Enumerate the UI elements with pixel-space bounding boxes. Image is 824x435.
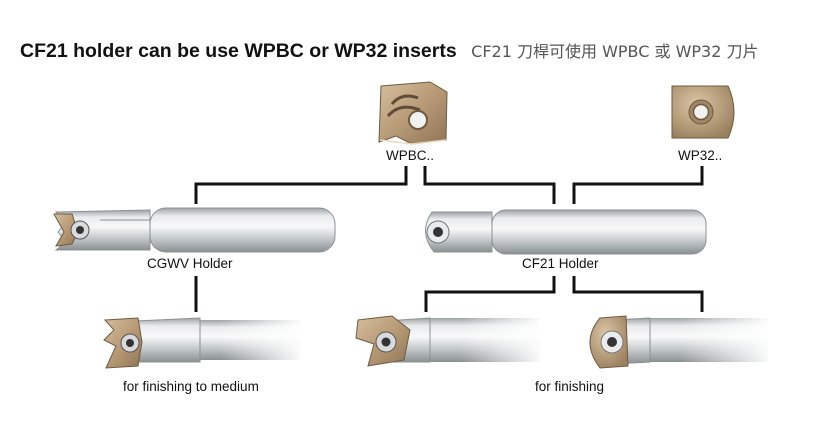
finishing-wp32-tool-image	[589, 315, 768, 369]
wp32-label: WP32..	[678, 148, 723, 163]
connector-wpbc-to-cf21	[423, 166, 556, 204]
wpbc-label: WPBC..	[386, 148, 435, 163]
connector-wpbc-to-cgwv	[194, 166, 408, 204]
wp32-insert-image	[671, 85, 735, 139]
cgwv-holder-image	[53, 207, 336, 253]
connector-cf21-to-finishing-left	[424, 276, 556, 312]
title-english: CF21 holder can be use WPBC or WP32 inse…	[20, 40, 457, 62]
connector-lines	[194, 166, 704, 312]
connector-wp32-to-cf21	[572, 166, 704, 204]
medium-tool-image	[103, 317, 300, 369]
wpbc-insert-image	[378, 81, 448, 145]
page-title: CF21 holder can be use WPBC or WP32 inse…	[20, 38, 759, 63]
cf21-holder-image	[425, 209, 707, 255]
medium-finishing-label: for finishing to medium	[123, 379, 259, 394]
title-chinese: CF21 刀桿可使用 WPBC 或 WP32 刀片	[471, 42, 759, 61]
finishing-wpbc-tool-image	[355, 315, 540, 367]
connector-cf21-to-finishing-right	[572, 276, 704, 312]
cgwv-holder-label: CGWV Holder	[147, 256, 233, 271]
cf21-holder-label: CF21 Holder	[522, 256, 599, 271]
finishing-label: for finishing	[535, 379, 605, 394]
